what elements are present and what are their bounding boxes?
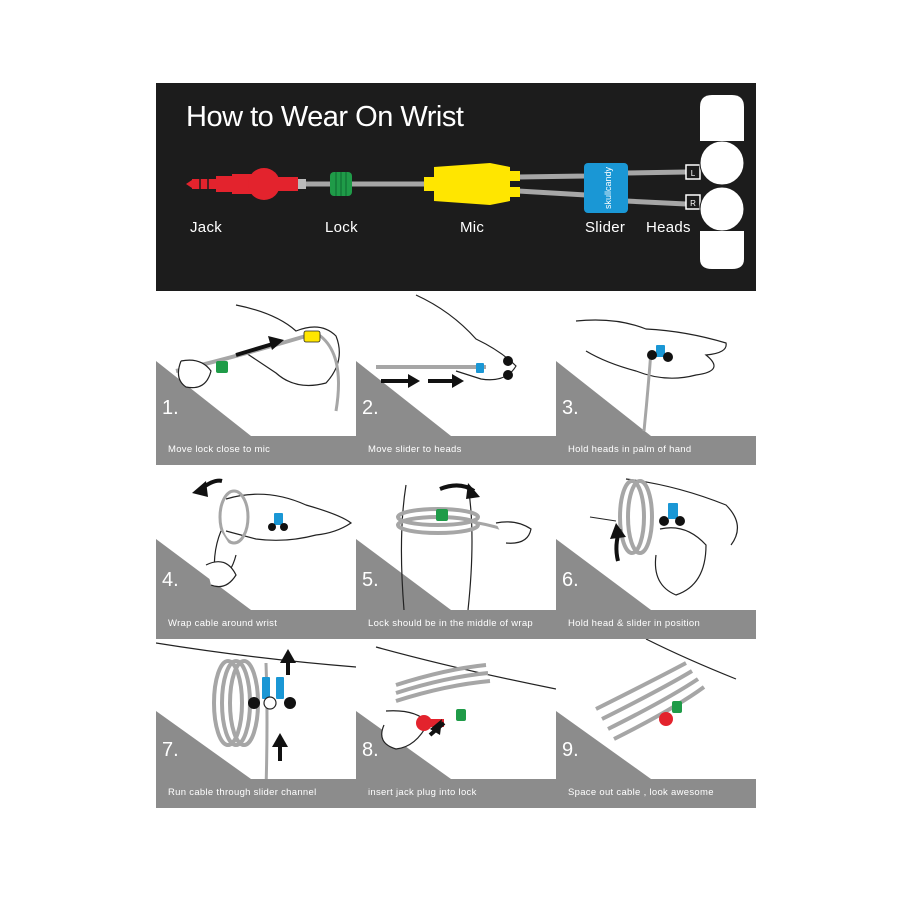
step-5: 5. Lock should be in the middle of wrap <box>356 465 556 639</box>
slider: skullcandy <box>584 163 628 213</box>
step-7: 7. Run cable through slider channel <box>156 639 356 808</box>
step-1-number: 1. <box>162 397 179 419</box>
step-1-caption: Move lock close to mic <box>168 444 271 455</box>
step-6-caption-bar: Hold head & slider in position <box>556 610 756 639</box>
part-label-slider: Slider <box>585 219 626 236</box>
step-9-illustration <box>556 639 737 779</box>
step-2: 2. Move slider to heads <box>356 291 556 465</box>
step-2-caption-bar: Move slider to heads <box>356 436 556 465</box>
step-3: 3. Hold heads in palm of hand <box>556 291 756 465</box>
earbud-right: R <box>685 186 745 269</box>
step-9-caption: Space out cable , look awesome <box>568 787 714 798</box>
ear-label-right: R <box>690 199 696 208</box>
step-9-caption-bar: Space out cable , look awesome <box>556 779 756 808</box>
step-1-illustration <box>156 304 340 436</box>
step-7-number: 7. <box>162 739 179 761</box>
step-1-caption-bar: Move lock close to mic <box>156 436 356 465</box>
step-7-caption-bar: Run cable through slider channel <box>156 779 356 808</box>
part-label-heads: Heads <box>646 219 691 236</box>
steps-grid: 1. Move lock close to mic 2. Move slider… <box>156 291 756 808</box>
part-label-jack: Jack <box>190 219 223 236</box>
step-8-caption: insert jack plug into lock <box>368 787 477 798</box>
step-7-illustration <box>156 642 356 790</box>
step-5-caption: Lock should be in the middle of wrap <box>368 618 534 629</box>
ear-label-left: L <box>691 169 696 178</box>
step-4-caption: Wrap cable around wrist <box>168 618 278 629</box>
step-4-illustration <box>156 478 353 610</box>
step-1: 1. Move lock close to mic <box>156 291 356 465</box>
slider-brand-text: skullcandy <box>603 166 613 209</box>
step-3-illustration <box>556 319 727 436</box>
step-6: 6. Hold head & slider in position <box>556 465 756 639</box>
part-label-mic: Mic <box>460 219 485 236</box>
earbud-left: L <box>685 95 745 186</box>
parts-banner: How to Wear On Wrist <box>156 83 756 291</box>
step-6-number: 6. <box>562 569 579 591</box>
step-8-number: 8. <box>362 739 379 761</box>
step-8-caption-bar: insert jack plug into lock <box>356 779 556 808</box>
step-4-number: 4. <box>162 569 179 591</box>
step-7-caption: Run cable through slider channel <box>168 787 317 798</box>
step-4: 4. Wrap cable around wrist <box>156 465 356 639</box>
step-5-number: 5. <box>362 569 379 591</box>
lock <box>330 172 352 196</box>
step-3-caption: Hold heads in palm of hand <box>568 444 692 455</box>
page-title: How to Wear On Wrist <box>186 101 464 133</box>
step-8: 8. insert jack plug into lock <box>356 639 556 808</box>
step-9-number: 9. <box>562 739 579 761</box>
step-2-number: 2. <box>362 397 379 419</box>
jack-plug <box>186 168 306 200</box>
step-6-illustration <box>556 478 738 610</box>
mic <box>424 163 520 205</box>
part-label-lock: Lock <box>325 219 358 236</box>
step-5-illustration <box>356 483 532 611</box>
step-8-illustration <box>356 646 556 779</box>
step-9: 9. Space out cable , look awesome <box>556 639 756 808</box>
step-2-caption: Move slider to heads <box>368 444 462 455</box>
step-5-caption-bar: Lock should be in the middle of wrap <box>356 610 556 639</box>
step-3-caption-bar: Hold heads in palm of hand <box>556 436 756 465</box>
parts-diagram: skullcandy L R <box>186 95 745 269</box>
step-6-caption: Hold head & slider in position <box>568 618 701 629</box>
step-4-caption-bar: Wrap cable around wrist <box>156 610 356 639</box>
step-3-number: 3. <box>562 397 579 419</box>
step-2-illustration <box>356 294 517 436</box>
